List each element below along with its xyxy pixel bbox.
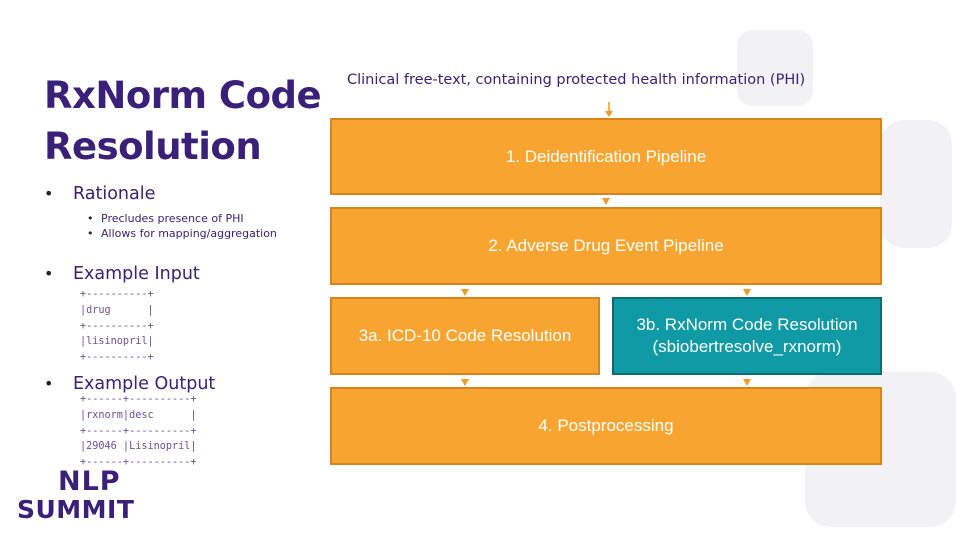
slide-title: RxNorm Code Resolution	[44, 70, 334, 172]
diagram-caption: Clinical free-text, containing protected…	[347, 72, 806, 88]
arrow-down-icon	[743, 379, 751, 386]
background-shape-top	[737, 30, 813, 106]
slide-title-line1: RxNorm Code	[44, 74, 322, 117]
box-label: 2. Adverse Drug Event Pipeline	[488, 236, 724, 255]
box-label-line2: (sbiobertresolve_rxnorm)	[652, 337, 842, 356]
box-label: 4. Postprocessing	[538, 416, 674, 435]
arrow-down-icon	[605, 102, 613, 117]
logo-line1: NLP	[58, 466, 121, 497]
arrow-down-icon	[461, 289, 469, 296]
arrow-down-icon	[743, 289, 751, 296]
slide-title-line2: Resolution	[44, 125, 262, 168]
bullet-dot: •	[44, 374, 54, 393]
subitem-dot: •	[87, 212, 94, 225]
background-shape-right	[880, 120, 952, 248]
rxnorm-code-resolution-box: 3b. RxNorm Code Resolution (sbiobertreso…	[612, 297, 882, 375]
arrow-down-icon	[602, 198, 610, 205]
icd10-code-resolution-box: 3a. ICD-10 Code Resolution	[330, 297, 600, 375]
box-label: 1. Deidentification Pipeline	[505, 146, 707, 166]
box-label-line1: 3b. RxNorm Code Resolution	[636, 315, 858, 334]
example-output-table: +------+----------+ |rxnorm|desc | +----…	[80, 394, 197, 469]
subitem-label: Allows for mapping/aggregation	[101, 227, 277, 240]
arrow-down-icon	[461, 379, 469, 386]
bullet-label: Example Input	[73, 264, 200, 284]
subitem-dot: •	[87, 227, 94, 240]
bullet-dot: •	[44, 264, 54, 283]
logo-line2: SUMMIT	[17, 495, 135, 524]
bullet-label: Rationale	[73, 184, 156, 204]
bullet-dot: •	[44, 184, 54, 203]
deidentification-pipeline-box: 1. Deidentification Pipeline	[330, 118, 882, 195]
bullet-label: Example Output	[73, 374, 216, 394]
postprocessing-box: 4. Postprocessing	[330, 387, 882, 465]
adverse-drug-event-pipeline-box: 2. Adverse Drug Event Pipeline	[330, 207, 882, 285]
example-input-table: +----------+ |drug | +----------+ |lisin…	[80, 289, 154, 364]
subitem-label: Precludes presence of PHI	[101, 212, 244, 225]
box-label: 3a. ICD-10 Code Resolution	[358, 326, 572, 345]
